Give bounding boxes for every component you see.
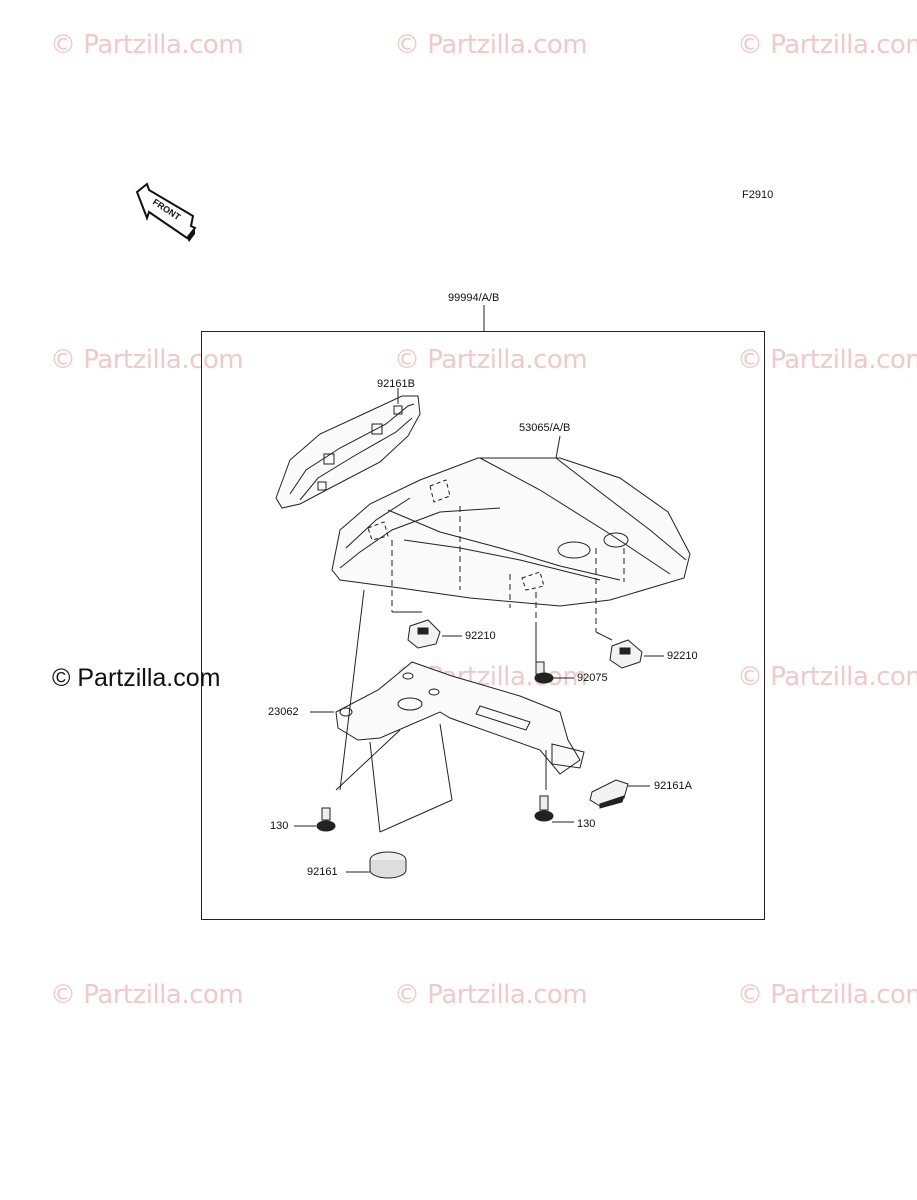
pad-92161A-part [589, 779, 650, 809]
damper-92161-part [346, 851, 407, 879]
watermark: © Partzilla.com [394, 345, 588, 375]
watermark: © Partzilla.com [737, 30, 917, 60]
part-label-92161B: 92161B [377, 378, 415, 390]
leader-line [595, 631, 613, 641]
part-label-130-right: 130 [577, 818, 596, 830]
watermark: © Partzilla.com [50, 345, 244, 375]
watermark: © Partzilla.com [50, 30, 244, 60]
part-label-92161A: 92161A [654, 780, 692, 792]
clip-92210-right-part [609, 639, 664, 669]
bracket-23062-part [310, 661, 585, 775]
leader-line [339, 589, 365, 791]
part-label-23062: 23062 [268, 706, 299, 718]
clip-92210-left-part [407, 619, 462, 649]
part-label-92210-right: 92210 [667, 650, 698, 662]
pad-92161B-part [275, 388, 421, 509]
part-label-130-left: 130 [270, 820, 289, 832]
assembly-dashed-lines [391, 506, 625, 632]
leader-line [369, 741, 381, 833]
watermark: © Partzilla.com [50, 980, 244, 1010]
part-label-53065: 53065/A/B [519, 422, 571, 434]
part-label-92161: 92161 [307, 866, 338, 878]
assembly-frame [201, 331, 765, 920]
bolt-130-right-part [534, 795, 574, 823]
leader-line [439, 723, 453, 801]
front-arrow-icon: FRONT [135, 182, 197, 242]
watermark: © Partzilla.com [394, 980, 588, 1010]
seat-cover-53065-part [331, 435, 691, 607]
figure-code: F2910 [742, 189, 774, 201]
watermark: © Partzilla.com [394, 30, 588, 60]
assembly-label: 99994/A/B [448, 292, 500, 304]
watermark: © Partzilla.com [737, 662, 917, 692]
watermark-main: © Partzilla.com [52, 664, 221, 692]
part-label-92210-left: 92210 [465, 630, 496, 642]
leader-line [335, 729, 401, 791]
watermark: © Partzilla.com [737, 345, 917, 375]
part-label-92075: 92075 [577, 672, 608, 684]
bolt-130-left-part [294, 807, 336, 832]
leader-line [379, 799, 453, 833]
screw-92075-part [534, 661, 574, 684]
leader-line [555, 435, 561, 459]
watermark: © Partzilla.com [737, 980, 917, 1010]
